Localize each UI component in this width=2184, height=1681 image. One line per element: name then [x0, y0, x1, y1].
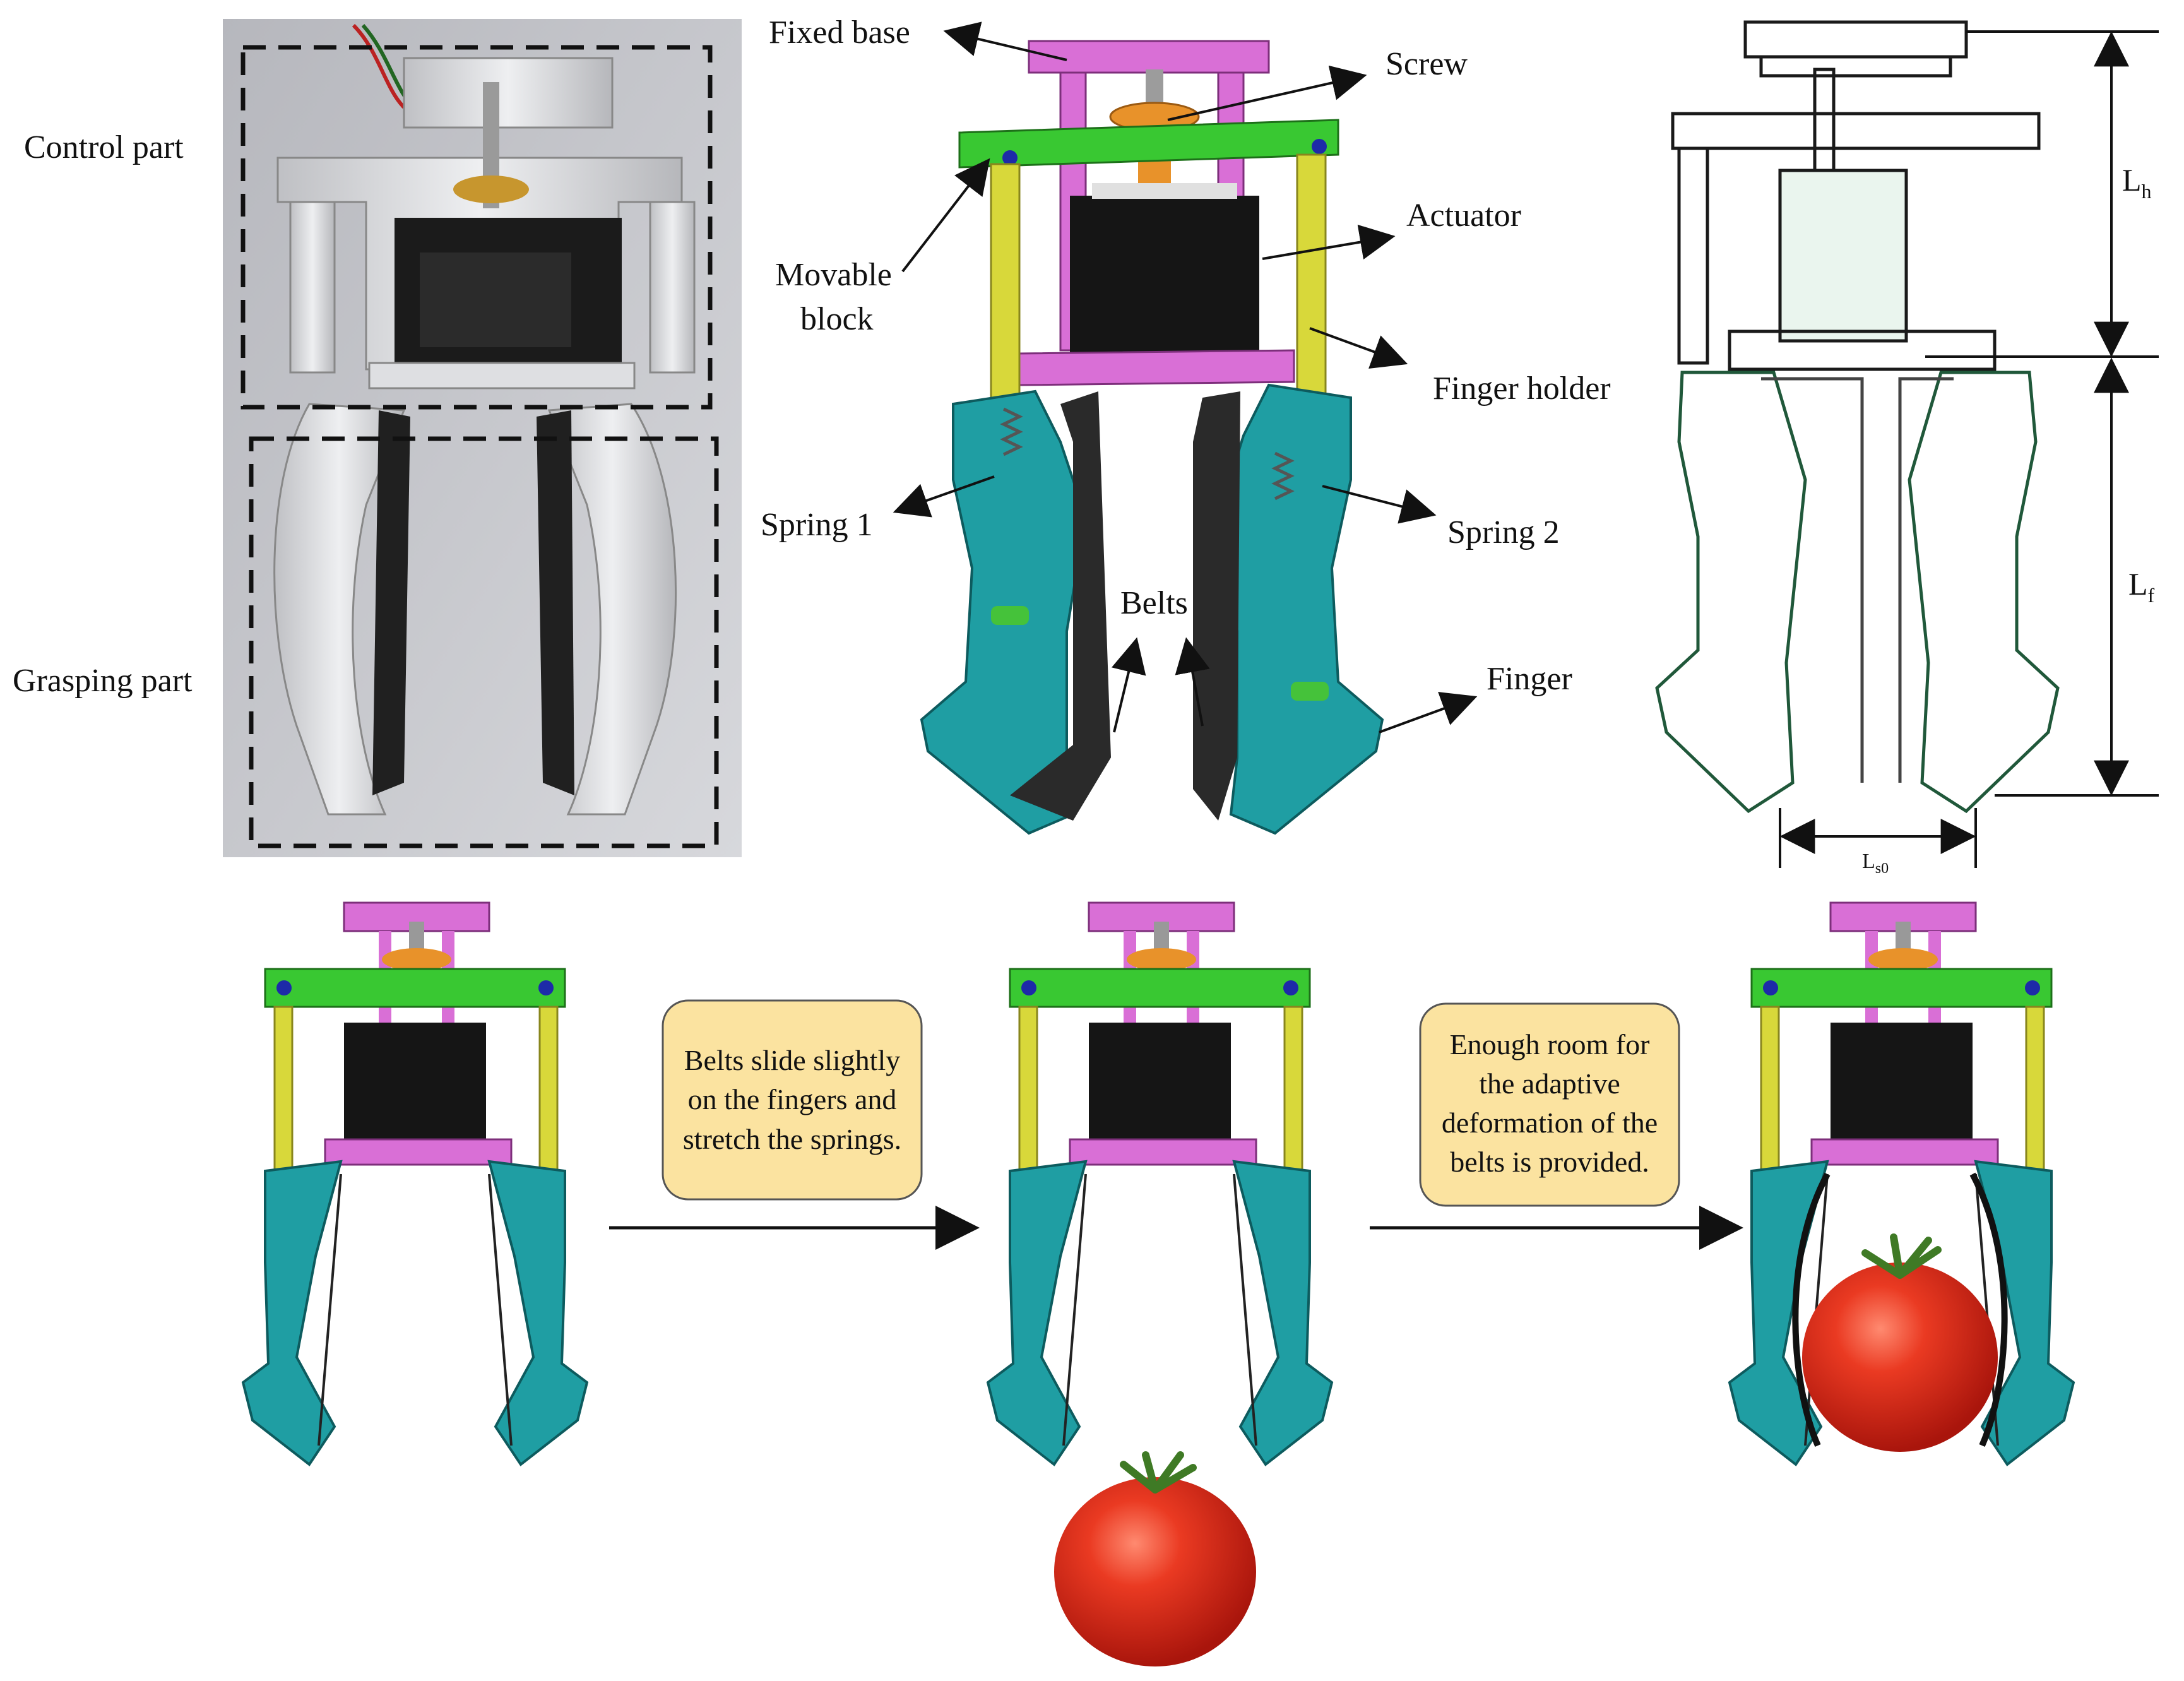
grasping-part-label: Grasping part: [13, 663, 193, 699]
tomato-stage-3: [1792, 1172, 2008, 1452]
fixed-base-label: Fixed base: [769, 15, 910, 50]
lh-dimension: Lh: [2122, 162, 2152, 203]
spring-2-label: Spring 2: [1447, 514, 1560, 550]
svg-text:Belts slide slightly: Belts slide slightly: [684, 1044, 900, 1076]
svg-text:Enough room for: Enough room for: [1450, 1028, 1650, 1060]
spring-2-leader: [1322, 485, 1437, 524]
gripper-stage-2: [987, 901, 1333, 1466]
belts-leader-left: [1111, 637, 1146, 733]
step-1-note: Belts slide slightly on the fingers and …: [662, 999, 923, 1201]
finger-holder-leader: [1309, 327, 1408, 369]
finger-holder-label: Finger holder: [1433, 371, 1611, 407]
svg-text:on the fingers and: on the fingers and: [688, 1083, 897, 1115]
finger-leader: [1379, 692, 1478, 734]
gripper-stage-1: [241, 901, 589, 1466]
ls0-dimension: Ls0: [1862, 850, 1889, 877]
grasping-part-box: [249, 436, 719, 848]
movable-block-leader: [901, 158, 990, 273]
svg-text:deformation of the: deformation of the: [1442, 1107, 1658, 1139]
fixed-base-leader: [943, 21, 1067, 61]
control-part-box: [240, 45, 713, 410]
actuator-label: Actuator: [1406, 198, 1521, 234]
step-2-note: Enough room for the adaptive deformation…: [1419, 1002, 1680, 1207]
svg-text:the adaptive: the adaptive: [1479, 1067, 1620, 1100]
screw-leader: [1167, 65, 1367, 121]
svg-text:belts is provided.: belts is provided.: [1450, 1146, 1649, 1178]
dimension-lines: [1779, 30, 2159, 868]
color-model: [920, 40, 1384, 835]
belts-leader-right: [1175, 637, 1210, 727]
finger-label: Finger: [1487, 661, 1572, 697]
spring-1-leader: [893, 475, 995, 518]
photo-panel: [223, 19, 742, 857]
movable-block-label-1: Movable: [775, 257, 892, 293]
svg-text:stretch the springs.: stretch the springs.: [683, 1123, 901, 1155]
spring-1-label: Spring 1: [761, 507, 873, 543]
lf-dimension: Lf: [2128, 566, 2155, 607]
outline-drawing: [1655, 20, 2060, 814]
actuator-leader: [1262, 224, 1396, 260]
screw-label: Screw: [1386, 46, 1468, 82]
control-part-label: Control part: [24, 129, 184, 165]
tomato-stage-2: [1054, 1451, 1256, 1666]
movable-block-label-2: block: [800, 301, 874, 337]
belts-label: Belts: [1120, 585, 1188, 621]
